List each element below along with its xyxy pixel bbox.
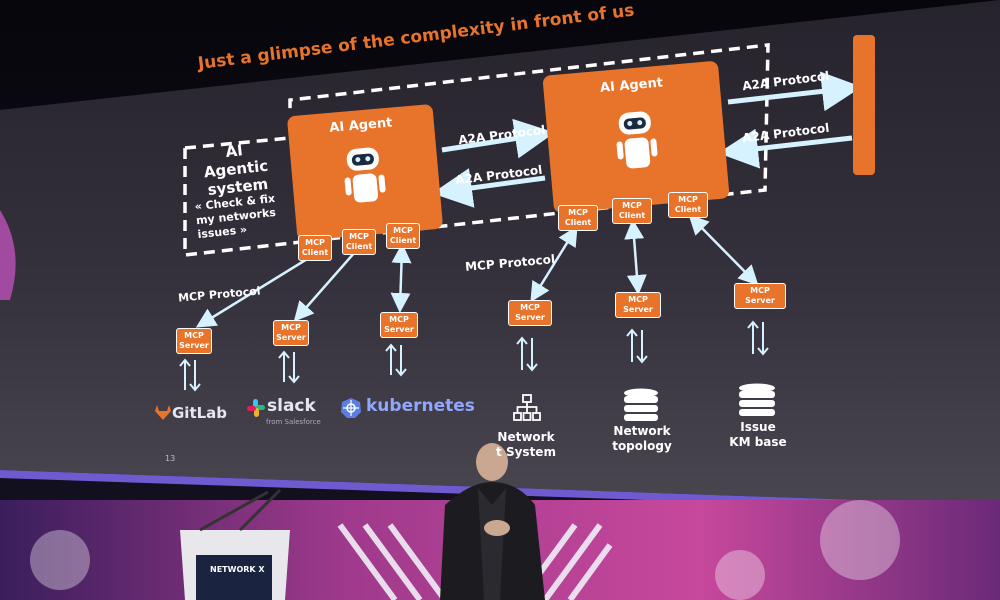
agent-title: AI Agent [328, 115, 393, 136]
slide-page-number: 13 [165, 454, 176, 463]
speaker [440, 443, 545, 600]
mcp-client-chip: MCP Client [298, 235, 332, 261]
system-boundary [183, 43, 770, 257]
a2a-arrow-top [441, 118, 555, 159]
updown-arrow-icon [179, 358, 201, 392]
a2a-arrow-right-top [727, 71, 862, 112]
mcp-client-chip: MCP Client [342, 229, 376, 255]
mcp-server-chip: MCP Server [380, 312, 418, 338]
a2a-arrow-right-bottom [718, 128, 853, 169]
hierarchy-icon [513, 394, 541, 421]
mcp-server-chip: MCP Server [615, 292, 661, 318]
slack-logo-text: slack [267, 396, 316, 416]
mcp-client-chip: MCP Client [612, 198, 652, 224]
robot-icon [344, 147, 386, 203]
external-agent-bar [853, 35, 875, 175]
agent-title: AI Agent [599, 75, 664, 96]
mcp-server-chip: MCP Server [176, 328, 212, 354]
system-title: AI Agentic system [203, 141, 269, 200]
updown-arrow-icon [747, 320, 769, 356]
agent-box-right: AI Agent [542, 60, 730, 214]
slack-subtitle: from Salesforce [266, 418, 321, 426]
a2a-arrow-bottom [432, 168, 546, 208]
system-task: « Check & fix my networks issues » [194, 191, 277, 242]
slack-icon [247, 399, 265, 417]
updown-arrow-icon [516, 336, 538, 372]
resource-network-system: Network t System [496, 430, 556, 459]
robot-icon [616, 111, 658, 169]
database-icon [739, 383, 775, 416]
kubernetes-logo-text: kubernetes [366, 396, 475, 416]
database-icon [624, 388, 658, 421]
podium-logo: NETWORK X [210, 565, 265, 574]
mcp-server-chip: MCP Server [508, 300, 552, 326]
mcp-client-chip: MCP Client [386, 223, 420, 249]
resource-issue-km-base: Issue KM base [729, 420, 787, 449]
mcp-client-chip: MCP Client [668, 192, 708, 218]
updown-arrow-icon [278, 350, 300, 384]
gitlab-icon [155, 405, 171, 420]
mcp-server-chip: MCP Server [734, 283, 786, 309]
mcp-server-chip: MCP Server [273, 320, 309, 346]
resource-network-topology: Network topology [612, 424, 672, 453]
gitlab-logo-text: GitLab [172, 404, 228, 422]
agent-box-left: AI Agent [286, 103, 444, 242]
updown-arrow-icon [626, 328, 648, 364]
podium [180, 488, 290, 600]
kubernetes-icon [341, 398, 361, 418]
updown-arrow-icon [385, 343, 407, 377]
mcp-client-chip: MCP Client [558, 205, 598, 231]
